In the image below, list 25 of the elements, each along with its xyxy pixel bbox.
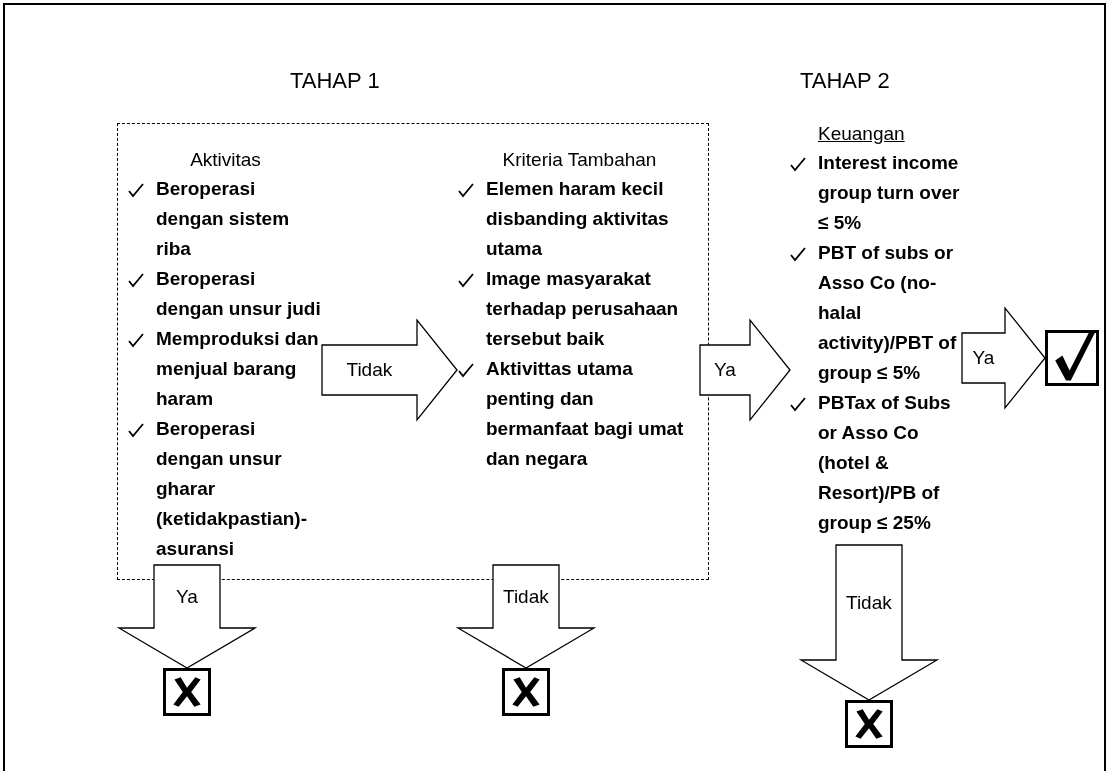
- criteria-text: Beroperasi dengan unsur gharar (ketidakpastian)-asuransi: [156, 417, 308, 561]
- block-arrow: [699, 318, 791, 422]
- block-arrow: [116, 564, 258, 669]
- cross-box-icon: [163, 668, 211, 716]
- criteria-text: Memproduksi dan menjual barang haram: [156, 327, 320, 411]
- criteria-text: Elemen haram kecil disbanding aktivitas utama: [486, 177, 670, 261]
- stage-title: TAHAP 2: [800, 68, 890, 94]
- block-arrow: [321, 318, 458, 422]
- criteria-text: Beroperasi dengan sistem riba: [156, 177, 291, 261]
- block-arrow: [455, 564, 597, 669]
- column-heading: Aktivitas: [190, 148, 261, 172]
- criteria-text: Beroperasi dengan unsur judi: [156, 267, 322, 321]
- checkbox-icon: [1045, 330, 1099, 386]
- criteria-text: Interest income group turn over ≤ 5%: [818, 151, 961, 235]
- cross-box-icon: [502, 668, 550, 716]
- block-arrow: [798, 544, 940, 701]
- column-heading: Kriteria Tambahan: [502, 148, 657, 172]
- block-arrow: [961, 306, 1046, 410]
- criteria-text: PBTax of Subs or Asso Co (hotel & Resort)/PB of group ≤ 25%: [818, 391, 952, 535]
- criteria-text: Image masyarakat terhadap perusahaan tersebut baik: [486, 267, 680, 351]
- cross-box-icon: [845, 700, 893, 748]
- stage-title: TAHAP 1: [290, 68, 380, 94]
- column-heading: Keuangan: [818, 122, 905, 146]
- criteria-text: Aktivittas utama penting dan bermanfaat bagi umat dan negara: [486, 357, 685, 471]
- criteria-text: PBT of subs or Asso Co (no-halal activity)/PBT of group ≤ 5%: [818, 241, 958, 385]
